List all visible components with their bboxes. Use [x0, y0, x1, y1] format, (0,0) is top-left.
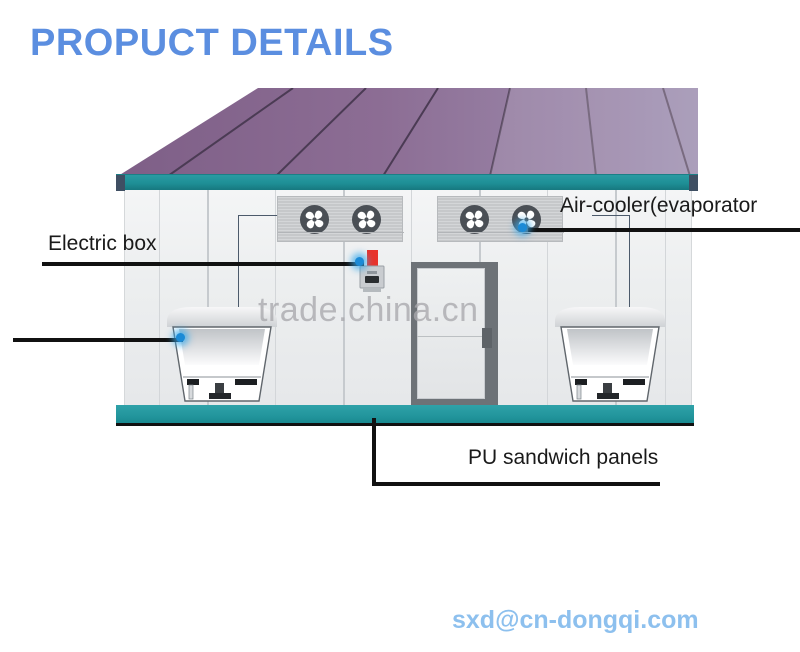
roof-panels	[118, 88, 698, 176]
fan-icon	[299, 204, 329, 234]
wall-seam	[159, 190, 160, 406]
refrigerant-pipe	[592, 215, 630, 216]
page-title: PROPUCT DETAILS	[30, 22, 394, 64]
leader-line-electric-box	[42, 262, 364, 266]
air-cooler-unit-left[interactable]	[277, 196, 404, 242]
pu-sandwich-base-band	[116, 405, 694, 425]
door-panel-line	[417, 336, 485, 337]
air-curtain-cabinet-left[interactable]	[163, 305, 281, 409]
fan-icon	[351, 204, 381, 234]
door-leaf	[417, 268, 485, 399]
leader-line-air-cooler	[528, 228, 800, 232]
door-handle[interactable]	[482, 328, 492, 348]
callout-air-cooler: Air-cooler(evaporator	[560, 194, 758, 217]
electric-control-box[interactable]	[356, 250, 388, 296]
evaporator-shelf	[438, 232, 564, 233]
leader-dot-electric-box	[355, 257, 364, 266]
refrigerant-pipe	[238, 215, 280, 216]
footer-email: sxd@cn-dongqi.com	[452, 606, 699, 634]
leader-line-air-curtain-cabinet	[13, 338, 183, 342]
wall-seam	[207, 190, 209, 406]
wall-seam	[275, 190, 276, 406]
callout-pu-sandwich-panels: PU sandwich panels	[468, 446, 659, 469]
callout-electric-box: Electric box	[48, 232, 157, 255]
fan-icon	[459, 204, 489, 234]
air-cooler-unit-right[interactable]	[437, 196, 564, 242]
leader-line-pu-panels-horizontal	[372, 482, 660, 486]
insulated-door[interactable]	[411, 262, 498, 405]
leader-dot-air-cooler	[518, 223, 527, 232]
air-curtain-cabinet-right[interactable]	[551, 305, 669, 409]
refrigerant-pipe	[629, 215, 630, 310]
wall-seam	[547, 190, 548, 406]
watermark-text: trade.china.cn	[258, 291, 479, 329]
wall-seam	[615, 190, 617, 406]
wall-seam	[343, 190, 345, 406]
leader-dot-air-curtain-cabinet	[176, 333, 185, 342]
leader-line-pu-panels-vertical	[372, 418, 376, 486]
wall-seam	[665, 190, 666, 406]
base-ground-line	[116, 423, 694, 426]
roof-fascia-band	[116, 174, 698, 191]
evaporator-shelf	[278, 232, 404, 233]
